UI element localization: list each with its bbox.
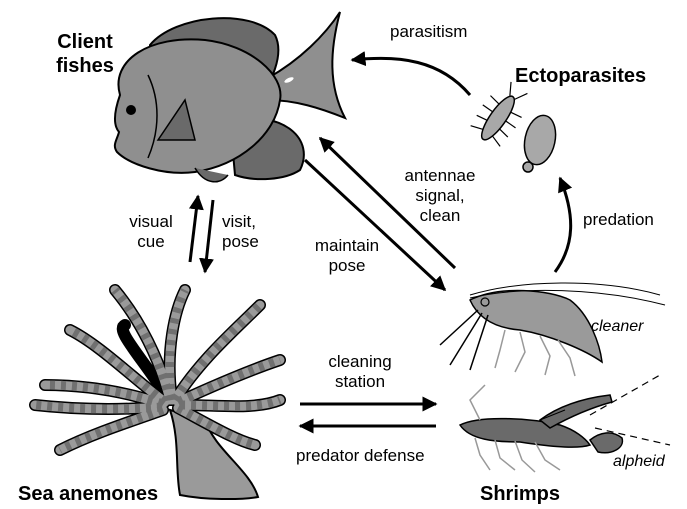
edge-label-cleaning-line1: cleaning	[305, 352, 415, 372]
edge-label-antennae-line1: antennae	[385, 166, 495, 186]
arrow-visual-cue	[190, 196, 198, 262]
sea-anemone-illustration	[35, 290, 280, 499]
edge-label-visit-pose: visit, pose	[222, 212, 259, 252]
edge-label-cleaning-line2: station	[305, 372, 415, 392]
arrow-predation	[555, 178, 571, 272]
edge-label-maintain-line2: pose	[302, 256, 392, 276]
edge-label-predation: predation	[583, 210, 654, 230]
node-sea-anemones: Sea anemones	[18, 482, 158, 506]
edge-label-antennae-line2: signal,	[385, 186, 495, 206]
node-shrimps: Shrimps	[480, 482, 560, 506]
edge-label-visit-line2: pose	[222, 232, 259, 252]
edge-label-visual-line1: visual	[118, 212, 184, 232]
edge-label-maintain-line1: maintain	[302, 236, 392, 256]
edge-label-parasitism: parasitism	[390, 22, 467, 42]
node-client-fishes: Client fishes	[40, 30, 130, 78]
node-client-fishes-line1: Client	[40, 30, 130, 54]
arrow-visit-pose	[205, 200, 213, 272]
edge-label-visual-cue: visual cue	[118, 212, 184, 252]
node-ectoparasites: Ectoparasites	[515, 64, 646, 88]
edge-label-visit-line1: visit,	[222, 212, 259, 232]
edge-label-antennae-line3: clean	[385, 206, 495, 226]
arrow-parasitism	[352, 58, 470, 95]
edge-label-visual-line2: cue	[118, 232, 184, 252]
species-label-alpheid: alpheid	[613, 452, 665, 472]
species-label-cleaner: cleaner	[591, 317, 643, 337]
edge-label-antennae-signal: antennae signal, clean	[385, 166, 495, 226]
edge-label-maintain-pose: maintain pose	[302, 236, 392, 276]
ectoparasite-illustrations	[467, 76, 560, 172]
client-fish-illustration	[115, 12, 345, 182]
node-client-fishes-line2: fishes	[40, 54, 130, 78]
edge-label-cleaning-station: cleaning station	[305, 352, 415, 392]
edge-label-predator-defense: predator defense	[296, 446, 425, 466]
